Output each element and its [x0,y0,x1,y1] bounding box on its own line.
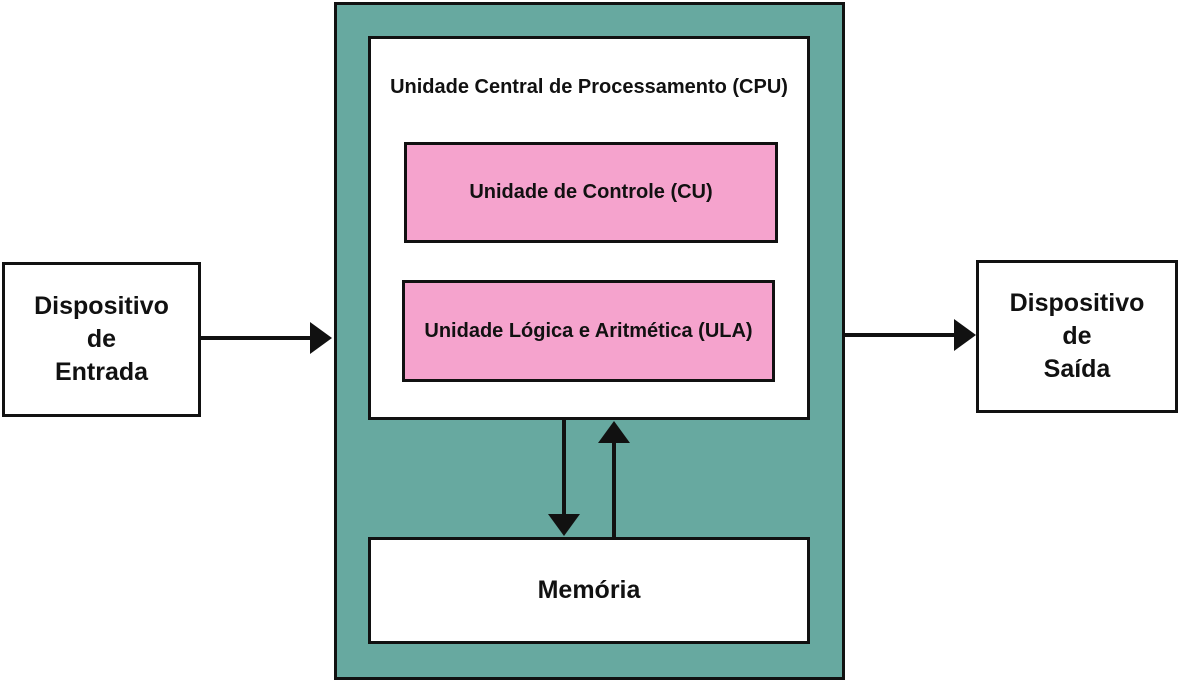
input-device-line-3: Entrada [54,358,149,386]
control-unit-box: Unidade de Controle (CU) [404,142,778,243]
input-device-line-1: Dispositivo [34,292,169,320]
alu-box: Unidade Lógica e Aritmética (ULA) [402,280,775,382]
output-device-box: Dispositivo de Saída [976,260,1178,413]
control-unit-label: Unidade de Controle (CU) [469,181,713,203]
output-device-line-3: Saída [1043,355,1111,383]
cpu-title: Unidade Central de Processamento (CPU) [390,76,788,98]
alu-label: Unidade Lógica e Aritmética (ULA) [424,319,753,342]
arrow-cpu-to-output [845,319,976,351]
input-device-box: Dispositivo de Entrada [2,262,201,417]
memory-box: Memória [368,537,810,644]
input-device-line-2: de [86,325,117,353]
output-device-line-1: Dispositivo [1009,289,1145,317]
output-device-line-2: de [1062,322,1092,350]
memory-label: Memória [537,576,641,604]
arrow-input-to-cpu [201,322,332,354]
